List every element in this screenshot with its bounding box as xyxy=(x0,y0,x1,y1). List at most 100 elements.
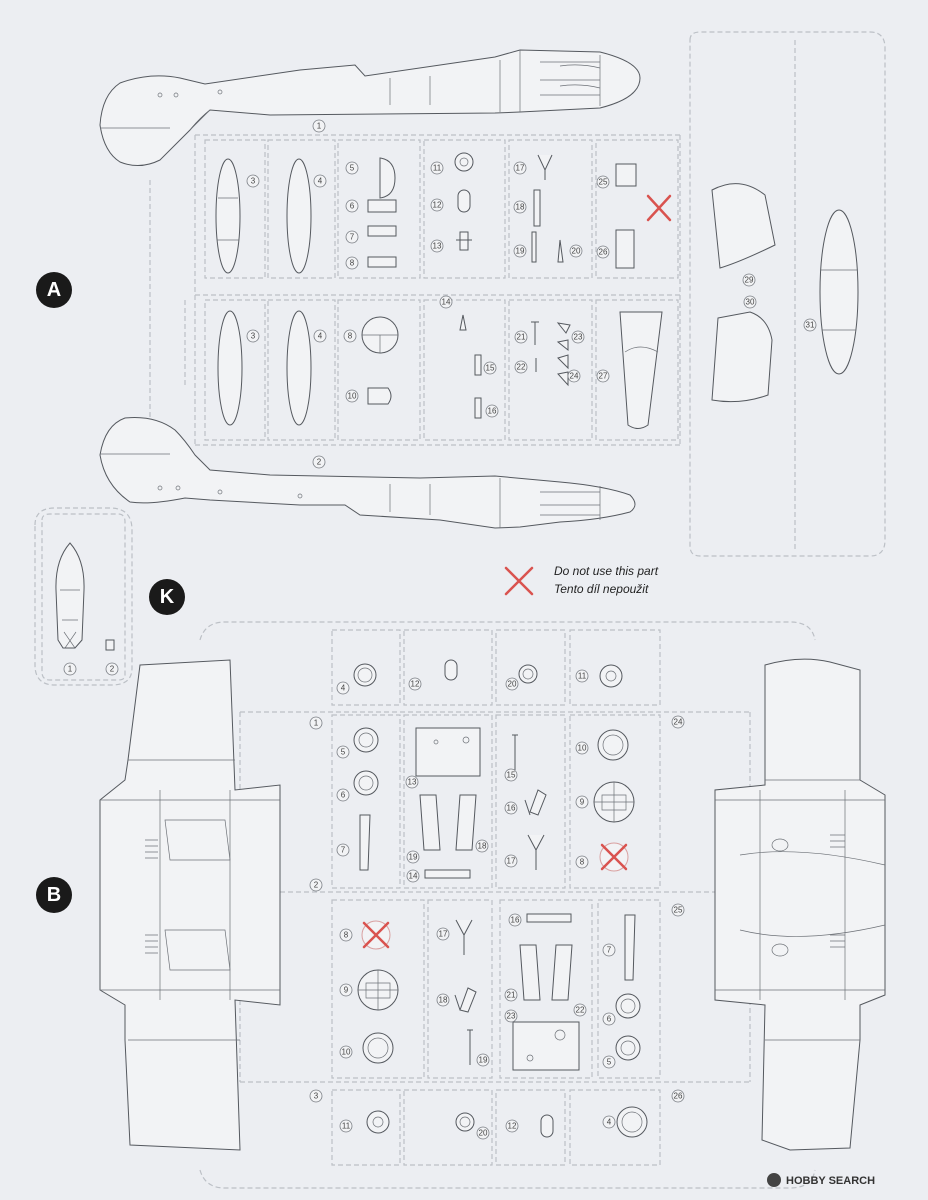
part-number: 19 xyxy=(409,853,418,862)
part-number: 14 xyxy=(442,298,451,307)
part-number: 25 xyxy=(674,906,683,915)
part-number: 10 xyxy=(578,744,587,753)
drop-tank-half xyxy=(286,158,312,274)
part-number: 8 xyxy=(350,259,355,268)
sprue-k-badge: K xyxy=(149,579,185,615)
part-number: 24 xyxy=(570,372,579,381)
part-number: 12 xyxy=(411,680,420,689)
part-number: 17 xyxy=(507,857,516,866)
part-number: 30 xyxy=(746,298,755,307)
sprue-a: 1 3 4 5 6 7 8 11 12 13 17 18 19 20 25 26 xyxy=(99,31,886,557)
part-number: 21 xyxy=(517,333,526,342)
part-number: 5 xyxy=(341,748,346,757)
part-number: 22 xyxy=(576,1006,585,1015)
part-number: 1 xyxy=(68,665,73,674)
fuselage-half-a1 xyxy=(99,49,641,166)
part-number: 8 xyxy=(580,858,585,867)
sprue-b: 4 12 20 11 1 5 6 7 13 19 18 14 15 16 17 xyxy=(99,621,886,1189)
legend: Do not use this part Tento díl nepoužit xyxy=(504,564,659,596)
part-number: 8 xyxy=(344,931,349,940)
fuselage-half-a2 xyxy=(99,417,636,529)
wing-right xyxy=(714,658,886,1151)
wing-left xyxy=(99,659,281,1151)
part-number: 20 xyxy=(479,1129,488,1138)
canopy xyxy=(55,542,85,649)
part-number: 16 xyxy=(488,407,497,416)
panel-part xyxy=(619,311,663,429)
part-number: 18 xyxy=(478,842,487,851)
part-number: 12 xyxy=(433,201,442,210)
part-number: 19 xyxy=(516,247,525,256)
part-number: 11 xyxy=(342,1122,351,1131)
part-number: 21 xyxy=(507,991,516,1000)
tail-part xyxy=(711,183,776,269)
watermark: HOBBY SEARCH xyxy=(767,1173,875,1187)
part-number: 6 xyxy=(350,202,355,211)
part-number: 16 xyxy=(511,916,520,925)
part-number: 17 xyxy=(439,930,448,939)
drop-tank xyxy=(819,209,859,375)
part-number: 9 xyxy=(344,986,349,995)
do-not-use-marker xyxy=(600,843,628,871)
part-number: 4 xyxy=(318,332,323,341)
part-number: 7 xyxy=(341,846,346,855)
part-number: 23 xyxy=(507,1012,516,1021)
part-number: 18 xyxy=(439,996,448,1005)
part-number: 3 xyxy=(251,332,256,341)
drop-tank-half xyxy=(286,310,312,426)
sprue-k: 1 2 xyxy=(34,507,133,686)
part-number: 13 xyxy=(408,778,417,787)
part-number: 25 xyxy=(599,178,608,187)
small-part xyxy=(379,157,396,199)
part-number: 6 xyxy=(341,791,346,800)
part-number: 18 xyxy=(516,203,525,212)
part-number: 11 xyxy=(578,672,587,681)
part-number: 26 xyxy=(674,1092,683,1101)
part-number: 14 xyxy=(409,872,418,881)
part-number: 15 xyxy=(507,771,516,780)
part-number: 4 xyxy=(318,177,323,186)
part-number: 26 xyxy=(599,248,608,257)
sprue-b-badge: B xyxy=(36,877,72,913)
part-number: 23 xyxy=(574,333,583,342)
part-number: 17 xyxy=(516,164,525,173)
part-number: 11 xyxy=(433,164,442,173)
watermark-text: HOBBY SEARCH xyxy=(786,1175,875,1187)
do-not-use-marker xyxy=(646,194,672,222)
sprue-a-badge: A xyxy=(36,272,72,308)
part-number: 8 xyxy=(348,332,353,341)
do-not-use-icon xyxy=(504,566,534,596)
part-number: 10 xyxy=(348,392,357,401)
drop-tank-half xyxy=(215,158,241,274)
part-number: 1 xyxy=(317,122,322,131)
part-number: 10 xyxy=(342,1048,351,1057)
part-number: 2 xyxy=(110,665,115,674)
legend-text-en: Do not use this part xyxy=(554,564,659,578)
part-number: 16 xyxy=(507,804,516,813)
part-number: 12 xyxy=(508,1122,517,1131)
part-number: 13 xyxy=(433,242,442,251)
svg-text:K: K xyxy=(160,586,175,608)
part-number: 6 xyxy=(607,1015,612,1024)
part-number: 7 xyxy=(350,233,355,242)
part-number: 19 xyxy=(479,1056,488,1065)
legend-text-cz: Tento díl nepoužit xyxy=(554,582,649,596)
part-number: 5 xyxy=(350,164,355,173)
part-number: 3 xyxy=(251,177,256,186)
part-number: 29 xyxy=(745,276,754,285)
part-number: 15 xyxy=(486,364,495,373)
svg-text:A: A xyxy=(47,279,61,301)
part-number: 20 xyxy=(508,680,517,689)
part-number: 9 xyxy=(580,798,585,807)
part-number: 5 xyxy=(607,1058,612,1067)
part-number: 24 xyxy=(674,718,683,727)
part-number: 4 xyxy=(341,684,346,693)
part-number: 3 xyxy=(314,1092,319,1101)
part-number: 2 xyxy=(314,881,319,890)
tail-part xyxy=(711,311,773,403)
part-number: 20 xyxy=(572,247,581,256)
part-number: 4 xyxy=(607,1118,612,1127)
drop-tank-half xyxy=(217,310,243,426)
part-number: 27 xyxy=(599,372,608,381)
